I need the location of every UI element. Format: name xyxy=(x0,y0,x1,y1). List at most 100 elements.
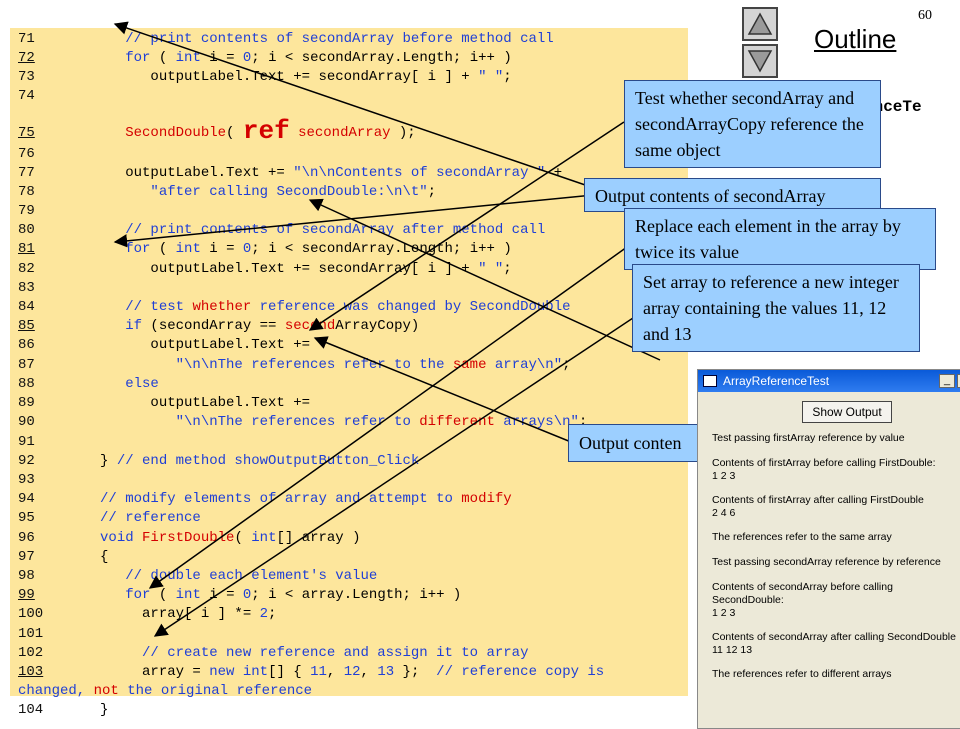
code-line: 87 "\n\nThe references refer to the same… xyxy=(18,357,571,373)
code-token xyxy=(58,587,125,603)
window-title: ArrayReferenceTest xyxy=(723,374,830,388)
line-number: 101 xyxy=(18,626,44,642)
code-token: , xyxy=(360,664,378,680)
code-line: 78 "after calling SecondDouble:\n\t"; xyxy=(18,184,436,200)
code-line: 98 // double each element's value xyxy=(18,568,377,584)
code-token: i = xyxy=(200,50,243,66)
code-line: 101 xyxy=(18,626,58,642)
code-token xyxy=(58,491,100,507)
code-token: // test xyxy=(125,299,193,315)
code-token: int xyxy=(175,587,201,603)
line-number: 79 xyxy=(18,203,35,219)
maximize-button[interactable]: □ xyxy=(957,374,960,388)
code-token xyxy=(58,376,125,392)
code-token: outputLabel.Text += xyxy=(58,337,311,353)
code-line: 82 outputLabel.Text += secondArray[ i ] … xyxy=(18,261,512,277)
code-token xyxy=(58,184,150,200)
code-token: reference was changed by SecondDouble xyxy=(251,299,571,315)
code-line: 72 for ( int i = 0; i < secondArray.Leng… xyxy=(18,50,512,66)
app-icon xyxy=(703,375,717,387)
code-line: 92 } // end method showOutputButton_Clic… xyxy=(18,453,419,469)
callout-output-second-array: Output contents of secondArray xyxy=(584,178,881,212)
code-token: , xyxy=(326,664,344,680)
code-token: for xyxy=(125,587,151,603)
code-token: i = xyxy=(200,587,243,603)
code-line: 81 for ( int i = 0; i < secondArray.Leng… xyxy=(18,241,512,257)
code-line: 76 xyxy=(18,146,58,162)
code-token xyxy=(58,645,142,661)
code-line: 71 // print contents of secondArray befo… xyxy=(18,31,554,47)
line-number: 90 xyxy=(18,414,35,430)
next-slide-button[interactable] xyxy=(742,44,778,78)
show-output-button[interactable]: Show Output xyxy=(802,401,892,423)
code-token xyxy=(58,530,100,546)
code-line: 96 void FirstDouble( int[] array ) xyxy=(18,530,361,546)
code-token xyxy=(58,31,125,47)
code-token: int xyxy=(251,530,277,546)
line-number: 94 xyxy=(18,491,35,507)
callout-output-contents-cut: Output conten xyxy=(568,424,700,462)
window-titlebar[interactable]: ArrayReferenceTest xyxy=(698,370,960,392)
code-token: 12 xyxy=(343,664,361,680)
code-line: 95 // reference xyxy=(18,510,201,526)
code-token: 11 xyxy=(310,664,327,680)
line-number: 96 xyxy=(18,530,35,546)
code-token: array\n" xyxy=(486,357,563,373)
output-line: SecondDouble: xyxy=(712,594,784,606)
line-number: 81 xyxy=(18,241,35,257)
output-line: The references refer to different arrays xyxy=(712,668,892,680)
code-token: ArrayCopy) xyxy=(335,318,420,334)
line-number: 74 xyxy=(18,88,35,104)
code-token: int xyxy=(242,664,269,680)
callout-new-reference: Set array to reference a new integer arr… xyxy=(632,264,920,352)
line-number: 91 xyxy=(18,434,35,450)
output-line: Contents of secondArray after calling Se… xyxy=(712,631,956,643)
code-token: (secondArray == xyxy=(142,318,285,334)
code-token xyxy=(58,357,176,373)
code-token xyxy=(58,241,125,257)
line-number: 104 xyxy=(18,702,44,718)
code-token: for xyxy=(125,50,151,66)
code-token: [] array ) xyxy=(276,530,361,546)
code-line: 104 } xyxy=(18,702,108,718)
code-token xyxy=(58,222,125,238)
line-number: 86 xyxy=(18,337,35,353)
line-number: 84 xyxy=(18,299,35,315)
output-line: 1 2 3 xyxy=(712,607,736,619)
code-token: if xyxy=(125,318,143,334)
code-line: 93 xyxy=(18,472,58,488)
code-token: else xyxy=(125,376,159,392)
code-token xyxy=(58,568,125,584)
code-token: array[ i ] *= xyxy=(58,606,260,622)
code-token: ( xyxy=(234,530,252,546)
minimize-button[interactable]: _ xyxy=(939,374,955,388)
ref-keyword: ref xyxy=(242,116,290,146)
code-line: 74 xyxy=(18,88,58,104)
code-token: secondArray xyxy=(298,125,391,141)
outline-link[interactable]: Outline xyxy=(814,24,897,54)
code-token: // print contents of secondArray after m… xyxy=(125,222,546,238)
code-token: // print contents of secondArray before … xyxy=(125,31,554,47)
code-line: 100 array[ i ] *= 2; xyxy=(18,606,276,622)
code-token: different xyxy=(419,414,495,430)
code-token: ; xyxy=(503,261,512,277)
code-line: 89 outputLabel.Text += xyxy=(18,395,310,411)
code-token: } xyxy=(58,702,109,718)
code-token: ( xyxy=(150,241,176,257)
code-token: changed, xyxy=(18,683,94,699)
line-number: 82 xyxy=(18,261,35,277)
code-token: 2 xyxy=(259,606,269,622)
code-token: // end method showOutputButton_Click xyxy=(116,453,420,469)
line-number: 73 xyxy=(18,69,35,85)
code-token: ( xyxy=(150,587,176,603)
code-token xyxy=(58,318,125,334)
output-line: Contents of secondArray before calling xyxy=(712,581,893,593)
code-line: 84 // test whether reference was changed… xyxy=(18,299,571,315)
code-token xyxy=(58,50,125,66)
code-token: "\n\nContents of secondArray " xyxy=(293,165,546,181)
line-number: 85 xyxy=(18,318,35,334)
previous-slide-button[interactable] xyxy=(742,7,778,41)
code-token: + xyxy=(545,165,563,181)
code-token: ; i < secondArray.Length; i++ ) xyxy=(251,241,512,257)
line-number: 78 xyxy=(18,184,35,200)
